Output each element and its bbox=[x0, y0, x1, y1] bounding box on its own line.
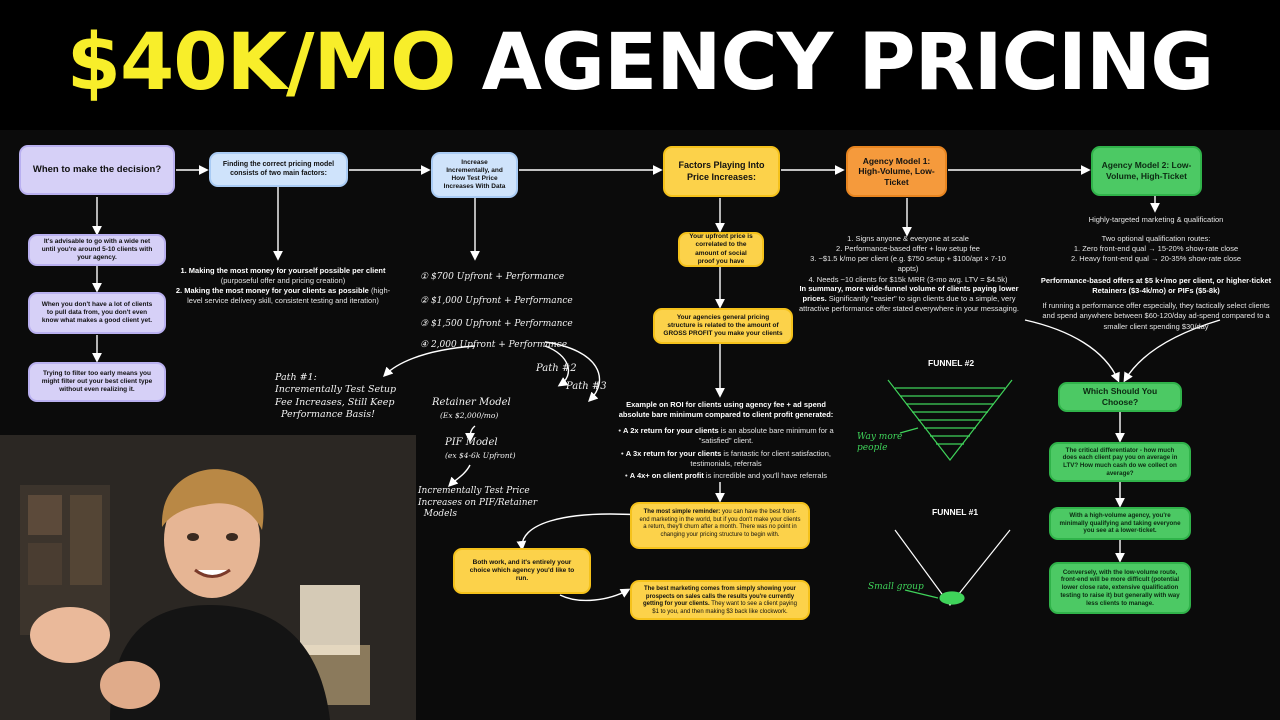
title-amount: $40K/MO bbox=[66, 18, 457, 108]
which-choose-box: Which Should You Choose? bbox=[1058, 382, 1182, 412]
model1-summary: In summary, more wide-funnel volume of c… bbox=[798, 284, 1020, 314]
roi2-text: is fantastic for client satisfaction, te… bbox=[690, 448, 831, 468]
best-marketing-bold: The best marketing comes from simply sho… bbox=[643, 586, 797, 607]
path3-label: Path #3 bbox=[566, 381, 607, 392]
reminder-bold: The most simple reminder: bbox=[643, 509, 721, 515]
simple-reminder-box: The most simple reminder: you can have t… bbox=[630, 502, 810, 549]
money-for-clients-bold: 2. Making the most money for your client… bbox=[175, 286, 369, 296]
presenter-illustration bbox=[0, 435, 416, 720]
performance-note: Performance-based offers at $5 k+/mo per… bbox=[1038, 276, 1274, 332]
money-for-you-detail: (purposeful offer and pricing creation) bbox=[220, 276, 346, 286]
m1-l2: 2. Performance-based offer + low setup f… bbox=[836, 244, 980, 254]
h1-text: $700 Upfront + Performance bbox=[430, 272, 565, 282]
client-data-box: When you don't have a lot of clients to … bbox=[28, 292, 166, 334]
people-text: people bbox=[857, 442, 888, 453]
perf-bold: Performance-based offers at $5 k+/mo per… bbox=[1040, 276, 1272, 296]
best-marketing-box: The best marketing comes from simply sho… bbox=[630, 580, 810, 620]
perf-text: If running a performance offer especiall… bbox=[1042, 301, 1270, 331]
route1: 1. Zero front-end qual → 15-20% show-rat… bbox=[1073, 244, 1239, 254]
social-proof-box: Your upfront price is correlated to the … bbox=[678, 232, 764, 267]
retainer-sub: (Ex $2,000/mo) bbox=[440, 411, 499, 420]
handwritten-1000: ② $1,000 Upfront + Performance bbox=[420, 296, 573, 306]
model1-list: 1. Signs anyone & everyone at scale 2. P… bbox=[800, 234, 1016, 285]
video-title: $40K/MO AGENCY PRICING bbox=[0, 18, 1280, 128]
gross-profit-box: Your agencies general pricing structure … bbox=[653, 308, 793, 344]
path1-b: Incrementally Test Setup bbox=[275, 384, 397, 396]
best-marketing-text: They want to see a client paying $1 to y… bbox=[652, 601, 797, 615]
retainer-model-label: Retainer Model (Ex $2,000/mo) bbox=[432, 396, 511, 422]
roi-title: Example on ROI for clients using agency … bbox=[618, 400, 834, 420]
roi-example-note: Example on ROI for clients using agency … bbox=[618, 400, 834, 480]
highly-targeted-note: Highly-targeted marketing & qualificatio… bbox=[1088, 215, 1224, 224]
money-for-you-bold: 1. Making the most money for yourself po… bbox=[180, 266, 386, 275]
m1-l1: 1. Signs anyone & everyone at scale bbox=[847, 234, 969, 243]
qualification-routes: Two optional qualification routes: 1. Ze… bbox=[1040, 234, 1272, 264]
inc-line3: Models bbox=[423, 509, 457, 520]
way-more-text: Way more bbox=[857, 432, 903, 442]
money-for-clients-detail: (high-level service delivery skill, cons… bbox=[187, 286, 391, 306]
filter-early-box: Trying to filter too early means you mig… bbox=[28, 362, 166, 402]
path2-label: Path #2 bbox=[536, 363, 577, 374]
path1-d: Performance Basis! bbox=[281, 409, 375, 421]
path1-note: Path #1: Incrementally Test Setup Fee In… bbox=[275, 372, 396, 421]
funnel1-label: FUNNEL #1 bbox=[932, 507, 979, 517]
roi3-bold: A 4x+ on client profit bbox=[629, 470, 704, 480]
roi1-bold: A 2x return for your clients bbox=[623, 426, 719, 436]
roi1-text: is an absolute bare minimum for a "satis… bbox=[698, 426, 834, 446]
m1-l3: 3. ~$1.5 k/mo per client (e.g. $750 setu… bbox=[810, 254, 1006, 274]
decision-timing-box: When to make the decision? bbox=[19, 145, 175, 195]
retainer-title: Retainer Model bbox=[432, 397, 511, 408]
m1-l4: 4. Needs ~10 clients for $15k MRR (3-mo … bbox=[808, 274, 1008, 284]
h3-text: $1,500 Upfront + Performance bbox=[430, 319, 573, 329]
roi2-bold: A 3x return for your clients bbox=[625, 448, 722, 458]
handwritten-700: ① $700 Upfront + Performance bbox=[420, 272, 565, 282]
pif-sub: (ex $4-6k Upfront) bbox=[445, 451, 516, 460]
incrementally-test-note: Incrementally Test Price Increases on PI… bbox=[418, 486, 537, 521]
pricing-model-box: Finding the correct pricing model consis… bbox=[209, 152, 348, 187]
wide-net-box: It's advisable to go with a wide net unt… bbox=[28, 234, 166, 266]
h2-text: $1,000 Upfront + Performance bbox=[430, 296, 573, 306]
roi3-text: is incredible and you'll have referrals bbox=[705, 470, 827, 480]
model2-header-box: Agency Model 2: Low-Volume, High-Ticket bbox=[1091, 146, 1202, 196]
handwritten-2000: ④ 2,000 Upfront + Performance bbox=[420, 340, 568, 350]
high-volume-box: With a high-volume agency, you're minima… bbox=[1049, 507, 1191, 540]
reminder-text: you can have the best front-end marketin… bbox=[639, 509, 801, 538]
connector-lines bbox=[92, 165, 1221, 606]
money-for-you-note: 1. Making the most money for yourself po… bbox=[172, 266, 394, 307]
summary-text: Significantly "easier" to sign clients d… bbox=[799, 294, 1019, 314]
pif-title: PIF Model bbox=[445, 437, 498, 448]
model1-header-box: Agency Model 1: High-Volume, Low-Ticket bbox=[846, 146, 947, 197]
handwritten-1500: ③ $1,500 Upfront + Performance bbox=[420, 319, 573, 329]
inc-line1: Incrementally Test Price bbox=[418, 486, 530, 496]
h4-text: 2,000 Upfront + Performance bbox=[430, 340, 568, 350]
funnel2-label: FUNNEL #2 bbox=[928, 358, 975, 368]
small-group-label: Small group bbox=[868, 582, 924, 592]
factors-header-box: Factors Playing Into Price Increases: bbox=[663, 146, 780, 197]
inc-line2: Increases on PIF/Retainer bbox=[418, 497, 538, 508]
low-volume-box: Conversely, with the low-volume route, f… bbox=[1049, 562, 1191, 614]
routes-title: Two optional qualification routes: bbox=[1101, 234, 1211, 243]
summary-bold: In summary, more wide-funnel volume of c… bbox=[799, 284, 1019, 304]
differentiator-box: The critical differentiator - how much d… bbox=[1049, 442, 1191, 482]
way-more-people-label: Way more people bbox=[857, 432, 902, 454]
increase-incrementally-box: Increase Incrementally, and How Test Pri… bbox=[431, 152, 518, 198]
pif-model-label: PIF Model (ex $4-6k Upfront) bbox=[445, 436, 516, 462]
route2: 2. Heavy front-end qual → 20-35% show-ra… bbox=[1070, 254, 1242, 264]
title-text: AGENCY PRICING bbox=[481, 18, 1215, 108]
path1-c: Fee Increases, Still Keep bbox=[275, 396, 395, 408]
path1-a: Path #1: bbox=[275, 372, 317, 383]
presenter-webcam bbox=[0, 435, 416, 720]
both-work-box: Both work, and it's entirely your choice… bbox=[453, 548, 591, 594]
